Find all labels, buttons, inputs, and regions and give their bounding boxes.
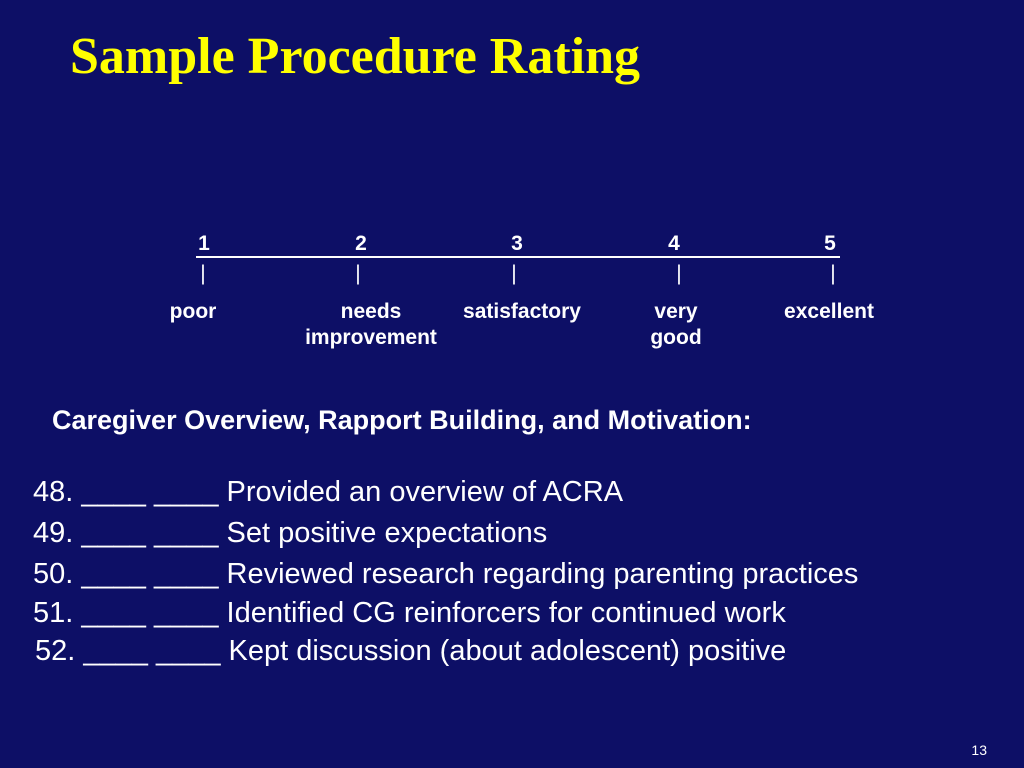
rating-item-48: 48. ____ ____ Provided an overview of AC… [33, 476, 624, 508]
rating-item-52: 52. ____ ____ Kept discussion (about ado… [35, 635, 787, 667]
scale-tick-3: | [511, 262, 517, 285]
scale-underline [196, 256, 840, 258]
scale-number-3: 3 [511, 232, 523, 255]
scale-label-needs-improvement: needs improvement [305, 300, 437, 349]
scale-label-very-good: very good [650, 300, 702, 349]
scale-tick-1: | [200, 262, 206, 285]
scale-label-satisfactory: satisfactory [463, 300, 581, 323]
scale-tick-2: | [355, 262, 361, 285]
scale-number-2: 2 [355, 232, 367, 255]
rating-item-51: 51. ____ ____ Identified CG reinforcers … [33, 597, 786, 629]
scale-label-excellent: excellent [784, 300, 874, 323]
rating-scale: 1 2 3 4 5 | | | | | poor needs improveme… [0, 0, 1024, 360]
scale-number-4: 4 [668, 232, 680, 255]
slide-title: Sample Procedure Rating [70, 28, 641, 85]
scale-number-1: 1 [198, 232, 210, 255]
scale-tick-5: | [830, 262, 836, 285]
rating-item-50: 50. ____ ____ Reviewed research regardin… [33, 558, 859, 590]
scale-number-5: 5 [824, 232, 836, 255]
section-heading: Caregiver Overview, Rapport Building, an… [52, 405, 752, 435]
page-number: 13 [971, 742, 987, 758]
rating-item-49: 49. ____ ____ Set positive expectations [33, 517, 548, 549]
scale-label-poor: poor [169, 300, 217, 323]
scale-tick-4: | [676, 262, 682, 285]
